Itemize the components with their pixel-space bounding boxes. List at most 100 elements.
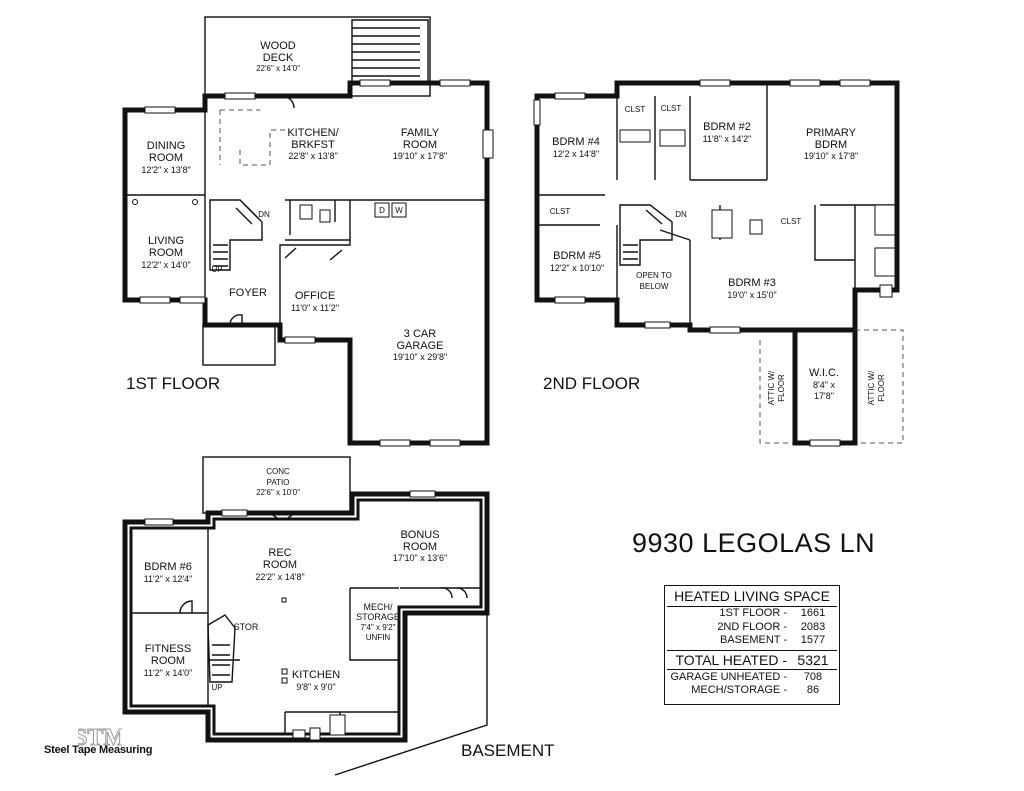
dining-room-name-2: ROOM — [149, 152, 183, 164]
basement-plan — [122, 456, 490, 776]
second-floor-fixtures — [619, 129, 896, 298]
deck-stairs — [351, 19, 429, 83]
basement-windows — [144, 490, 436, 526]
attic-right-name-2: FLOOR — [877, 374, 886, 402]
stor-name: STOR — [234, 622, 259, 632]
clst-label-2: CLST — [661, 104, 682, 113]
kitchen-brkfst-dim: 22'8" x 13'8" — [288, 151, 337, 161]
wood-deck-dim: 22'6" x 14'0" — [256, 64, 300, 73]
bdrm5-name: BDRM #5 — [553, 250, 601, 262]
bdrm4-dim: 12'2 x 14'8" — [553, 149, 599, 159]
dn-label-first: DN — [258, 210, 270, 219]
room-labels: WOOD DECK 22'6" x 14'0" DINING ROOM 12'2… — [141, 40, 886, 692]
mech-name-2: STORAGE — [356, 612, 400, 622]
family-room-dim: 19'10" x 17'8" — [393, 151, 447, 161]
stm-logo-text: STM — [78, 725, 122, 749]
family-room-name: FAMILY — [401, 127, 440, 139]
garage-name-2: GARAGE — [396, 340, 443, 352]
stats-row: MECH/STORAGE - 86 — [665, 684, 839, 698]
stats-row-value: 86 — [806, 684, 820, 696]
first-floor-interior-walls — [125, 96, 487, 340]
basement-fixtures — [281, 597, 346, 741]
second-floor-stairs — [619, 204, 673, 266]
primary-bdrm-name: PRIMARY — [806, 127, 857, 139]
basement-label: BASEMENT — [461, 741, 555, 760]
open-to-below-name: OPEN TO — [636, 271, 672, 280]
washer-label: W — [395, 206, 403, 215]
brand-name: Steel Tape Measuring — [44, 744, 153, 756]
first-floor-label: 1ST FLOOR — [126, 374, 220, 393]
attic-right-outline — [855, 329, 904, 444]
patio-dim: 22'6" x 10'0" — [256, 488, 300, 497]
bdrm6-name: BDRM #6 — [144, 561, 192, 573]
stats-row-value: 1577 — [800, 634, 826, 646]
wood-deck-name-2: DECK — [263, 52, 294, 64]
basement-doors — [179, 512, 468, 614]
mech-name: MECH/ — [364, 602, 393, 612]
bonus-room-dim: 17'10" x 13'6" — [393, 553, 447, 563]
living-room-name-2: ROOM — [149, 247, 183, 259]
property-address: 9930 LEGOLAS LN — [632, 528, 876, 558]
wood-deck-name: WOOD — [260, 40, 295, 52]
stats-total-label: TOTAL HEATED - — [675, 651, 788, 668]
basement-site-line — [334, 613, 488, 776]
first-floor-plan — [122, 16, 494, 447]
bdrm2-dim: 11'8" x 14'2" — [703, 134, 752, 144]
stats-row-value: 708 — [803, 670, 823, 683]
stats-row-label: 2ND FLOOR - — [717, 620, 787, 633]
stats-row-label: MECH/STORAGE - — [691, 684, 787, 696]
small-labels: CLST CLST CLST CLST UP DN DN UP D W — [211, 104, 801, 692]
bdrm5-dim: 12'2" x 10'10" — [550, 263, 604, 273]
dryer-label: D — [379, 206, 385, 215]
bdrm4-name: BDRM #4 — [552, 136, 600, 148]
second-floor-windows — [533, 79, 871, 447]
primary-bdrm-dim: 19'10" x 17'8" — [804, 151, 858, 161]
attic-left-name-2: FLOOR — [777, 374, 786, 402]
bonus-room-name: BONUS — [400, 529, 439, 541]
stm-logo: STM — [78, 725, 122, 750]
attic-right-name: ATTIC W/ — [867, 370, 876, 405]
porch-outline — [202, 324, 276, 366]
fitness-room-name: FITNESS — [145, 643, 191, 655]
wic-dim-2: 17'8" — [814, 391, 834, 401]
dining-room-name: DINING — [147, 140, 186, 152]
stats-row-value: 2083 — [800, 620, 826, 633]
basement-kitchen-dim: 9'8" x 9'0" — [296, 682, 335, 692]
up-label-basement: UP — [211, 683, 222, 692]
bonus-room-name-2: ROOM — [403, 541, 437, 553]
second-floor-interior-walls — [537, 83, 897, 325]
mech-note: UNFIN — [366, 633, 391, 642]
office-name: OFFICE — [295, 290, 335, 302]
dining-room-dim: 12'2" x 13'8" — [141, 165, 190, 175]
wic-name: W.I.C. — [809, 367, 839, 379]
living-room-dim: 12'2" x 14'0" — [141, 260, 190, 270]
kitchen-brkfst-name: KITCHEN/ — [287, 127, 339, 139]
first-floor-fixtures — [132, 199, 407, 223]
stats-total-row: TOTAL HEATED - 5321 — [667, 649, 837, 670]
garage-name: 3 CAR — [404, 328, 436, 340]
fitness-room-dim: 11'2" x 14'0" — [144, 668, 193, 678]
stats-row-label: BASEMENT - — [719, 634, 787, 646]
garage-dim: 19'10" x 29'8" — [393, 352, 447, 362]
primary-bdrm-name-2: BDRM — [815, 139, 847, 151]
attic-left-name: ATTIC W/ — [767, 370, 776, 405]
stats-total-value: 5321 — [797, 651, 829, 668]
family-room-name-2: ROOM — [403, 139, 437, 151]
stats-row-value: 1661 — [800, 607, 826, 619]
basement-kitchen-name: KITCHEN — [292, 669, 340, 681]
stats-row: BASEMENT - 1577 — [665, 634, 839, 648]
bdrm3-name: BDRM #3 — [728, 277, 776, 289]
basement-stairs — [207, 614, 236, 683]
stats-row: 1ST FLOOR - 1661 — [665, 607, 839, 621]
open-to-below-name-2: BELOW — [640, 282, 669, 291]
basement-outer-wall — [122, 491, 490, 743]
office-dim: 11'0" x 11'2" — [291, 303, 339, 313]
bdrm6-dim: 11'2" x 12'4" — [144, 574, 193, 584]
first-floor-stairs — [209, 199, 263, 271]
living-room-name: LIVING — [148, 235, 184, 247]
clst-label-3: CLST — [550, 207, 571, 216]
up-label-first: UP — [211, 265, 222, 274]
fitness-room-name-2: ROOM — [151, 655, 185, 667]
first-floor-windows — [139, 79, 494, 447]
wic-dim-1: 8'4" x — [813, 380, 835, 390]
